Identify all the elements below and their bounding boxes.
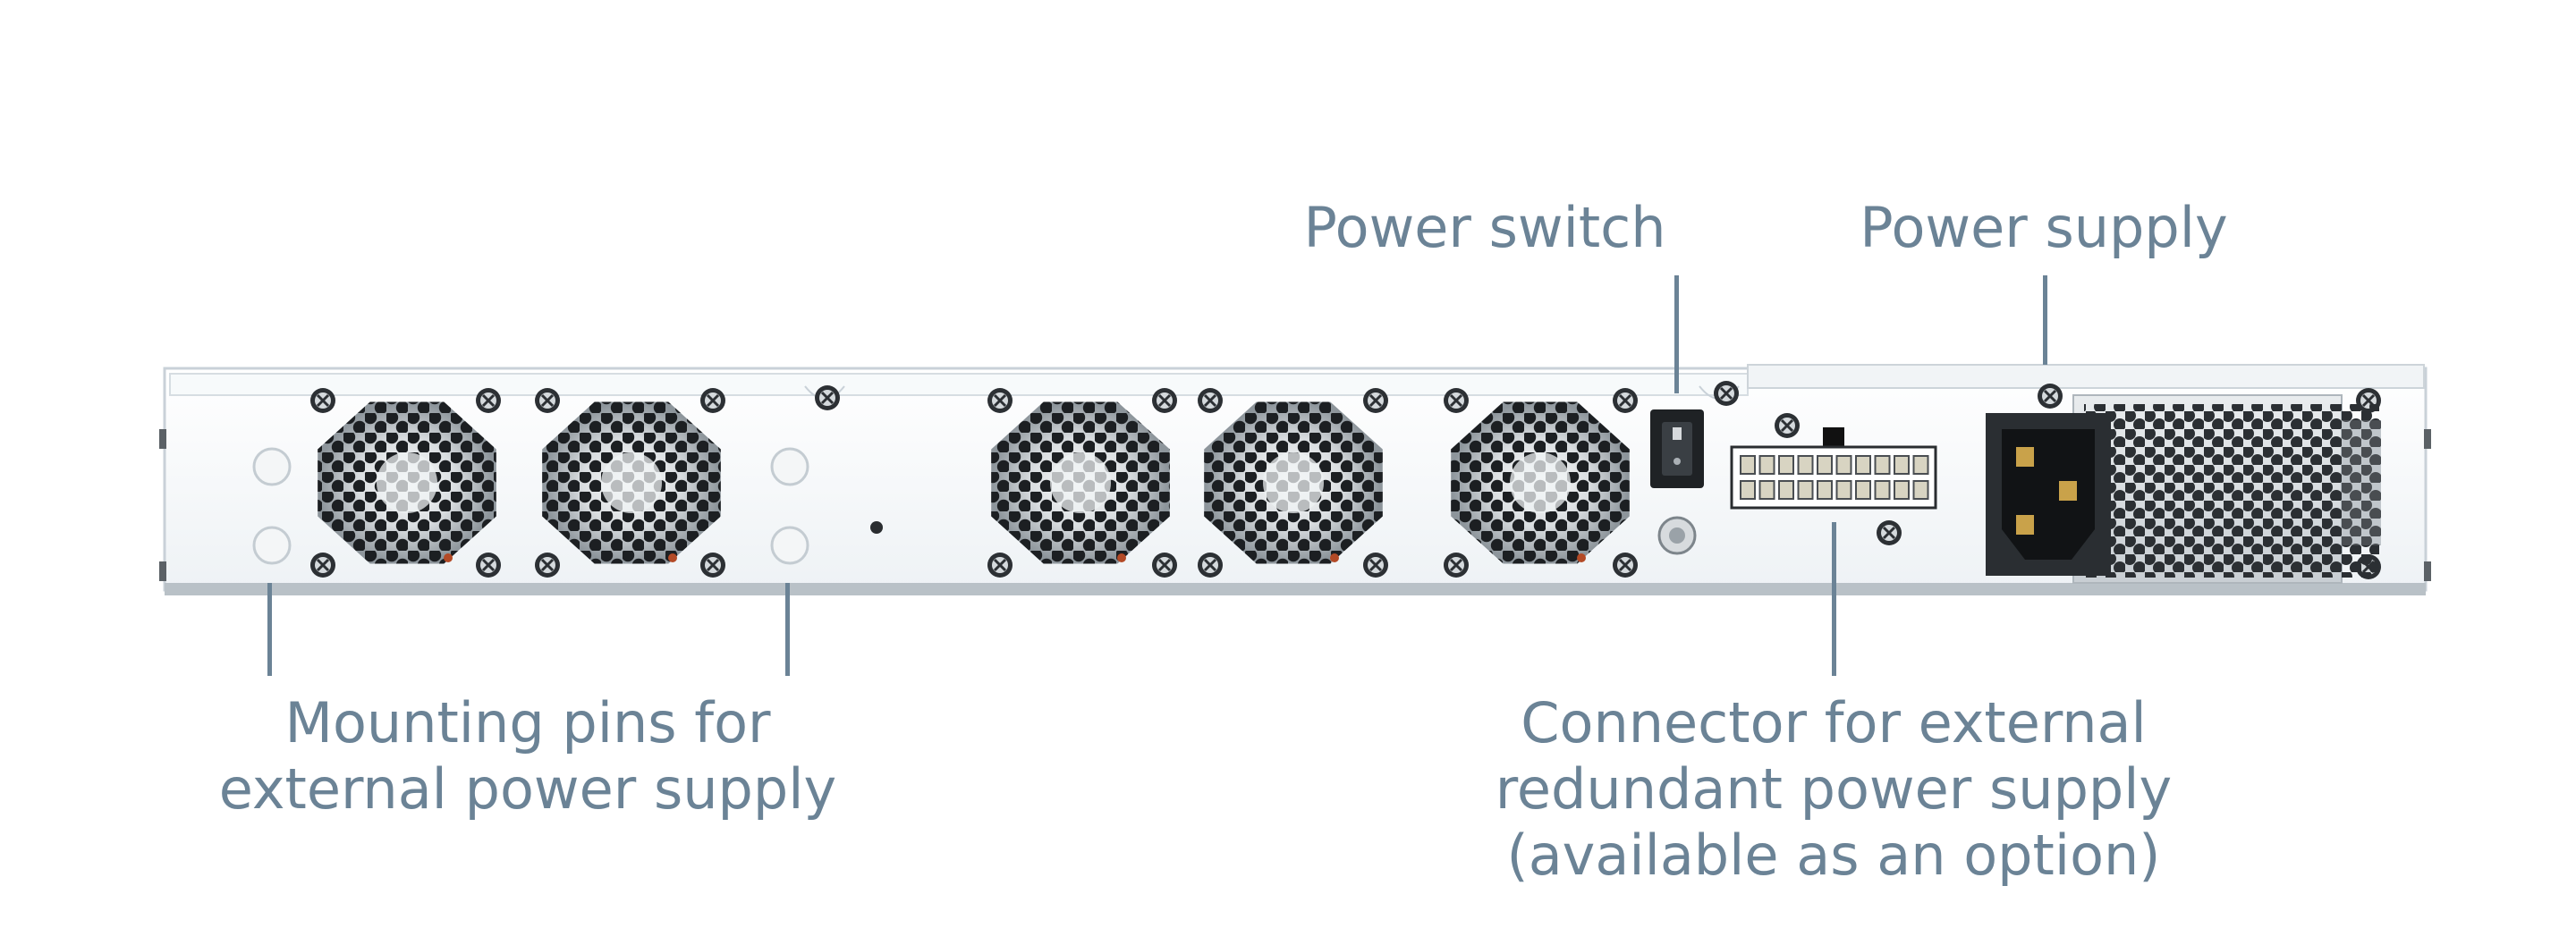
screw-icon bbox=[700, 553, 725, 578]
power-supply-leader bbox=[2043, 275, 2047, 365]
screw-icon bbox=[535, 388, 560, 413]
screw-icon bbox=[476, 553, 501, 578]
power-switch-label: Power switch bbox=[1303, 195, 1666, 260]
screw-icon bbox=[987, 388, 1013, 413]
screw-icon bbox=[1152, 388, 1177, 413]
mounting-pin bbox=[252, 526, 292, 565]
screw-icon bbox=[1444, 388, 1469, 413]
fan-grilles bbox=[318, 401, 1630, 564]
screw-icon bbox=[700, 388, 725, 413]
pin-connector-icon bbox=[1730, 427, 1937, 510]
screw-icon bbox=[476, 388, 501, 413]
power-supply-unit bbox=[1986, 394, 2381, 584]
mounting-pins-label: Mounting pins for external power supply bbox=[218, 690, 837, 822]
iec-power-inlet-icon bbox=[2002, 429, 2095, 560]
screw-icon bbox=[1198, 388, 1223, 413]
screw-icon bbox=[1613, 388, 1638, 413]
screw-icon bbox=[1198, 553, 1223, 578]
small-hole bbox=[870, 521, 883, 534]
screw-icon bbox=[1714, 381, 1739, 406]
power-supply-label: Power supply bbox=[1860, 195, 2228, 260]
mounting-pins-leader-left bbox=[267, 583, 272, 676]
screw-icon bbox=[1363, 388, 1388, 413]
fan-grille-icon bbox=[1204, 401, 1383, 564]
mounting-pin bbox=[770, 526, 809, 565]
mounting-pin bbox=[770, 447, 809, 486]
power-switch-leader bbox=[1674, 275, 1679, 393]
screw-icon bbox=[535, 553, 560, 578]
screw-icon bbox=[310, 388, 335, 413]
screw-icon bbox=[1152, 553, 1177, 578]
screw-icon bbox=[987, 553, 1013, 578]
connector-leader bbox=[1832, 522, 1836, 676]
fan-grille-icon bbox=[991, 401, 1170, 564]
screw-icon bbox=[2038, 384, 2063, 409]
fan-grille-icon bbox=[1451, 401, 1630, 564]
rocker-switch-icon bbox=[1650, 409, 1704, 488]
mounting-pin bbox=[252, 447, 292, 486]
screw-icon bbox=[1363, 553, 1388, 578]
mounting-pins-leader-right bbox=[785, 583, 790, 676]
screw-icon bbox=[310, 553, 335, 578]
screw-icon bbox=[1444, 553, 1469, 578]
screws bbox=[310, 381, 2381, 579]
screw-icon bbox=[1775, 413, 1800, 438]
screw-icon bbox=[815, 385, 840, 410]
mounting-pins bbox=[252, 447, 883, 565]
redundant-connector-label: Connector for external redundant power s… bbox=[1495, 690, 2173, 888]
screw-icon bbox=[1613, 553, 1638, 578]
ground-screw bbox=[1657, 516, 1697, 555]
fan-grille-icon bbox=[318, 401, 496, 564]
fan-grille-icon bbox=[542, 401, 721, 564]
screw-icon bbox=[1877, 520, 1902, 545]
